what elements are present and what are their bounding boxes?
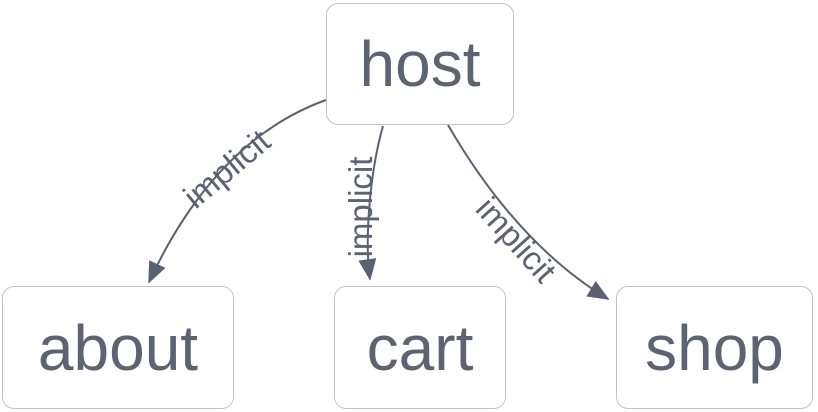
node-cart[interactable]: cart — [334, 286, 506, 409]
edge-label-host-about: implicit — [176, 122, 278, 216]
node-about-label: about — [37, 311, 199, 384]
node-shop-label: shop — [645, 311, 784, 384]
node-host[interactable]: host — [326, 3, 514, 125]
node-host-label: host — [359, 28, 481, 100]
node-about[interactable]: about — [2, 286, 234, 409]
edge-label-host-cart: implicit — [342, 156, 379, 258]
edge-host-about — [148, 99, 327, 284]
edge-label-host-shop: implicit — [468, 189, 564, 290]
node-cart-label: cart — [366, 311, 474, 384]
node-shop[interactable]: shop — [616, 286, 813, 409]
